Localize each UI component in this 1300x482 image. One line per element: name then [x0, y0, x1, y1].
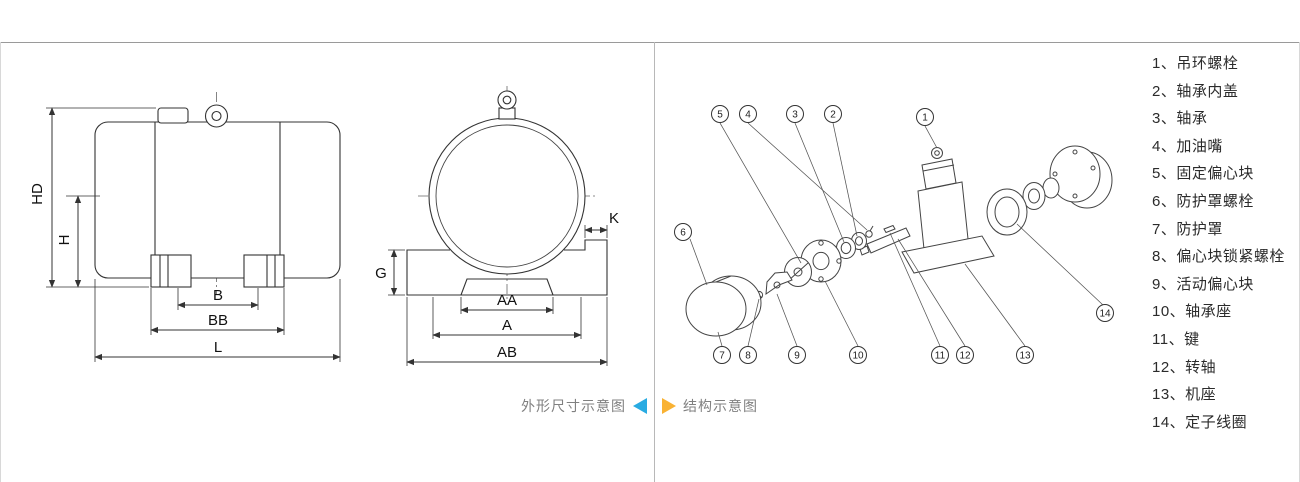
dim-label-HD: HD — [29, 183, 46, 205]
foot-left — [150, 254, 192, 288]
eyebolt-stem — [498, 107, 516, 120]
foot-right — [243, 254, 285, 288]
exploded-parts — [685, 145, 1113, 337]
svg-text:3: 3 — [792, 110, 798, 121]
motor-shell-circle — [428, 117, 586, 275]
dim-label-L: L — [214, 339, 222, 356]
svg-text:6: 6 — [680, 228, 686, 239]
top-boss — [157, 107, 189, 124]
balloon-6: 6 — [674, 223, 692, 241]
parts-list-item: 3、轴承 — [1152, 110, 1208, 128]
dim-label-AA: AA — [497, 292, 517, 309]
dim-label-G: G — [375, 265, 387, 282]
svg-text:1: 1 — [922, 113, 928, 124]
parts-list-item: 12、转轴 — [1152, 358, 1217, 376]
balloon-14: 14 — [1096, 304, 1114, 322]
end-view-dimensions: G K AA A AB — [375, 210, 619, 366]
parts-list-item: 8、偏心块锁紧螺栓 — [1152, 248, 1285, 266]
protective-cover — [685, 275, 762, 337]
side-view-dimensions: HD H B BB L — [29, 107, 341, 362]
movable-eccentric-block — [765, 271, 793, 296]
balloon-4: 4 — [739, 105, 757, 123]
balloon-8: 8 — [739, 346, 757, 364]
dim-label-H: H — [56, 235, 73, 246]
balloon-leaders — [689, 122, 1104, 347]
svg-text:4: 4 — [745, 110, 751, 121]
balloon-13: 13 — [1016, 346, 1034, 364]
svg-text:7: 7 — [719, 351, 725, 362]
parts-list-item: 13、机座 — [1152, 386, 1217, 404]
parts-list-item: 10、轴承座 — [1152, 303, 1232, 321]
right-bearing-cover — [1049, 145, 1113, 209]
svg-text:14: 14 — [1099, 309, 1111, 320]
dim-label-A: A — [502, 317, 512, 334]
parts-list-item: 7、防护罩 — [1152, 220, 1223, 238]
balloon-10: 10 — [849, 346, 867, 364]
key — [883, 224, 896, 234]
exploded-balloons: 5 4 3 2 1 6 7 8 9 10 11 12 13 14 — [674, 105, 1114, 364]
svg-text:8: 8 — [745, 351, 751, 362]
dim-label-AB: AB — [497, 344, 517, 361]
dim-label-K: K — [609, 210, 619, 227]
balloon-9: 9 — [788, 346, 806, 364]
mounting-pad — [460, 278, 554, 296]
svg-text:9: 9 — [794, 351, 800, 362]
dim-label-B: B — [213, 287, 223, 304]
caption-structure: 结构示意图 — [662, 396, 758, 416]
right-arrow-icon — [662, 398, 676, 414]
balloon-2: 2 — [824, 105, 842, 123]
right-bearing — [1022, 182, 1046, 210]
balloon-12: 12 — [956, 346, 974, 364]
svg-text:12: 12 — [959, 351, 971, 362]
parts-list-item: 1、吊环螺栓 — [1152, 55, 1239, 72]
parts-list-item: 4、加油嘴 — [1152, 137, 1223, 155]
parts-list-item: 9、活动偏心块 — [1152, 275, 1254, 293]
left-border — [0, 42, 1, 482]
parts-list: 1、吊环螺栓 2、轴承内盖 3、轴承 4、加油嘴 5、固定偏心块 6、防护罩螺栓… — [1152, 50, 1298, 436]
balloon-7: 7 — [713, 346, 731, 364]
caption-left-text: 外形尺寸示意图 — [521, 398, 626, 414]
parts-list-item: 11、键 — [1152, 330, 1200, 348]
top-border — [0, 42, 1300, 43]
motor-body — [94, 121, 341, 279]
balloon-3: 3 — [786, 105, 804, 123]
caption-outline-dimensions: 外形尺寸示意图 — [0, 396, 647, 416]
balloon-11: 11 — [931, 346, 949, 364]
section-divider — [654, 42, 655, 482]
dimension-drawings: HD H B BB L — [29, 86, 619, 366]
grease-nipple — [865, 225, 874, 238]
parts-list-item: 5、固定偏心块 — [1152, 165, 1254, 183]
svg-text:11: 11 — [935, 351, 946, 362]
svg-text:2: 2 — [830, 110, 836, 121]
balloon-1: 1 — [916, 108, 934, 126]
fixed-eccentric-block — [784, 257, 812, 287]
left-arrow-icon — [633, 398, 647, 414]
parts-list-item: 6、防护罩螺栓 — [1152, 192, 1254, 210]
side-view-drawing — [94, 92, 341, 294]
parts-list-item: 2、轴承内盖 — [1152, 82, 1239, 100]
stator-coil — [986, 188, 1028, 236]
dim-label-BB: BB — [208, 312, 228, 329]
svg-text:5: 5 — [717, 110, 723, 121]
exploded-view: 5 4 3 2 1 6 7 8 9 10 11 12 13 14 — [674, 105, 1114, 364]
caption-right-text: 结构示意图 — [683, 398, 758, 414]
svg-text:10: 10 — [852, 351, 864, 362]
base-profile — [406, 239, 608, 296]
eyebolt — [931, 147, 943, 159]
parts-list-item: 14、定子线圈 — [1152, 413, 1248, 431]
end-view-drawing — [406, 86, 608, 300]
svg-text:13: 13 — [1019, 351, 1031, 362]
machine-base — [901, 147, 995, 274]
bearing — [836, 237, 856, 259]
balloon-5: 5 — [711, 105, 729, 123]
